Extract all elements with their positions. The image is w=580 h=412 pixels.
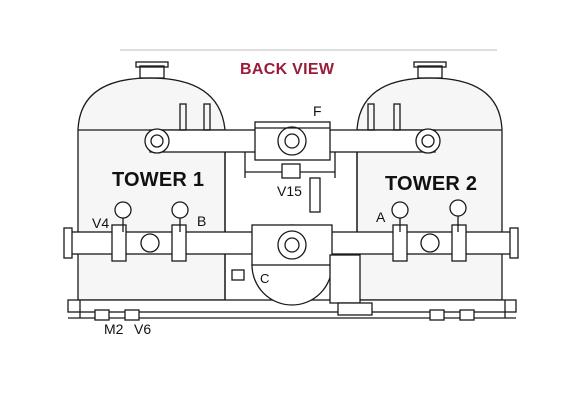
valve-f-label: F: [313, 103, 322, 119]
tower-1-label: TOWER 1: [112, 169, 205, 191]
page-title: BACK VIEW: [240, 61, 335, 78]
valve-c-label: C: [260, 271, 270, 286]
valve-v4-label: V4: [92, 215, 110, 231]
drain-valves: [94, 309, 475, 321]
valve-v15: [244, 152, 336, 213]
tower-2-label: TOWER 2: [385, 173, 478, 195]
valve-v6-label: V6: [134, 321, 152, 337]
valve-v15-label: V15: [277, 183, 302, 199]
top-gauges: [179, 103, 401, 131]
valve-b-label: B: [197, 213, 207, 229]
valve-f: [254, 121, 331, 161]
pressure-gauges: [114, 199, 467, 232]
lower-valves: [111, 224, 467, 262]
center-pump: [231, 224, 373, 316]
valve-m2-label: M2: [104, 321, 124, 337]
valve-a-label: A: [376, 209, 386, 225]
